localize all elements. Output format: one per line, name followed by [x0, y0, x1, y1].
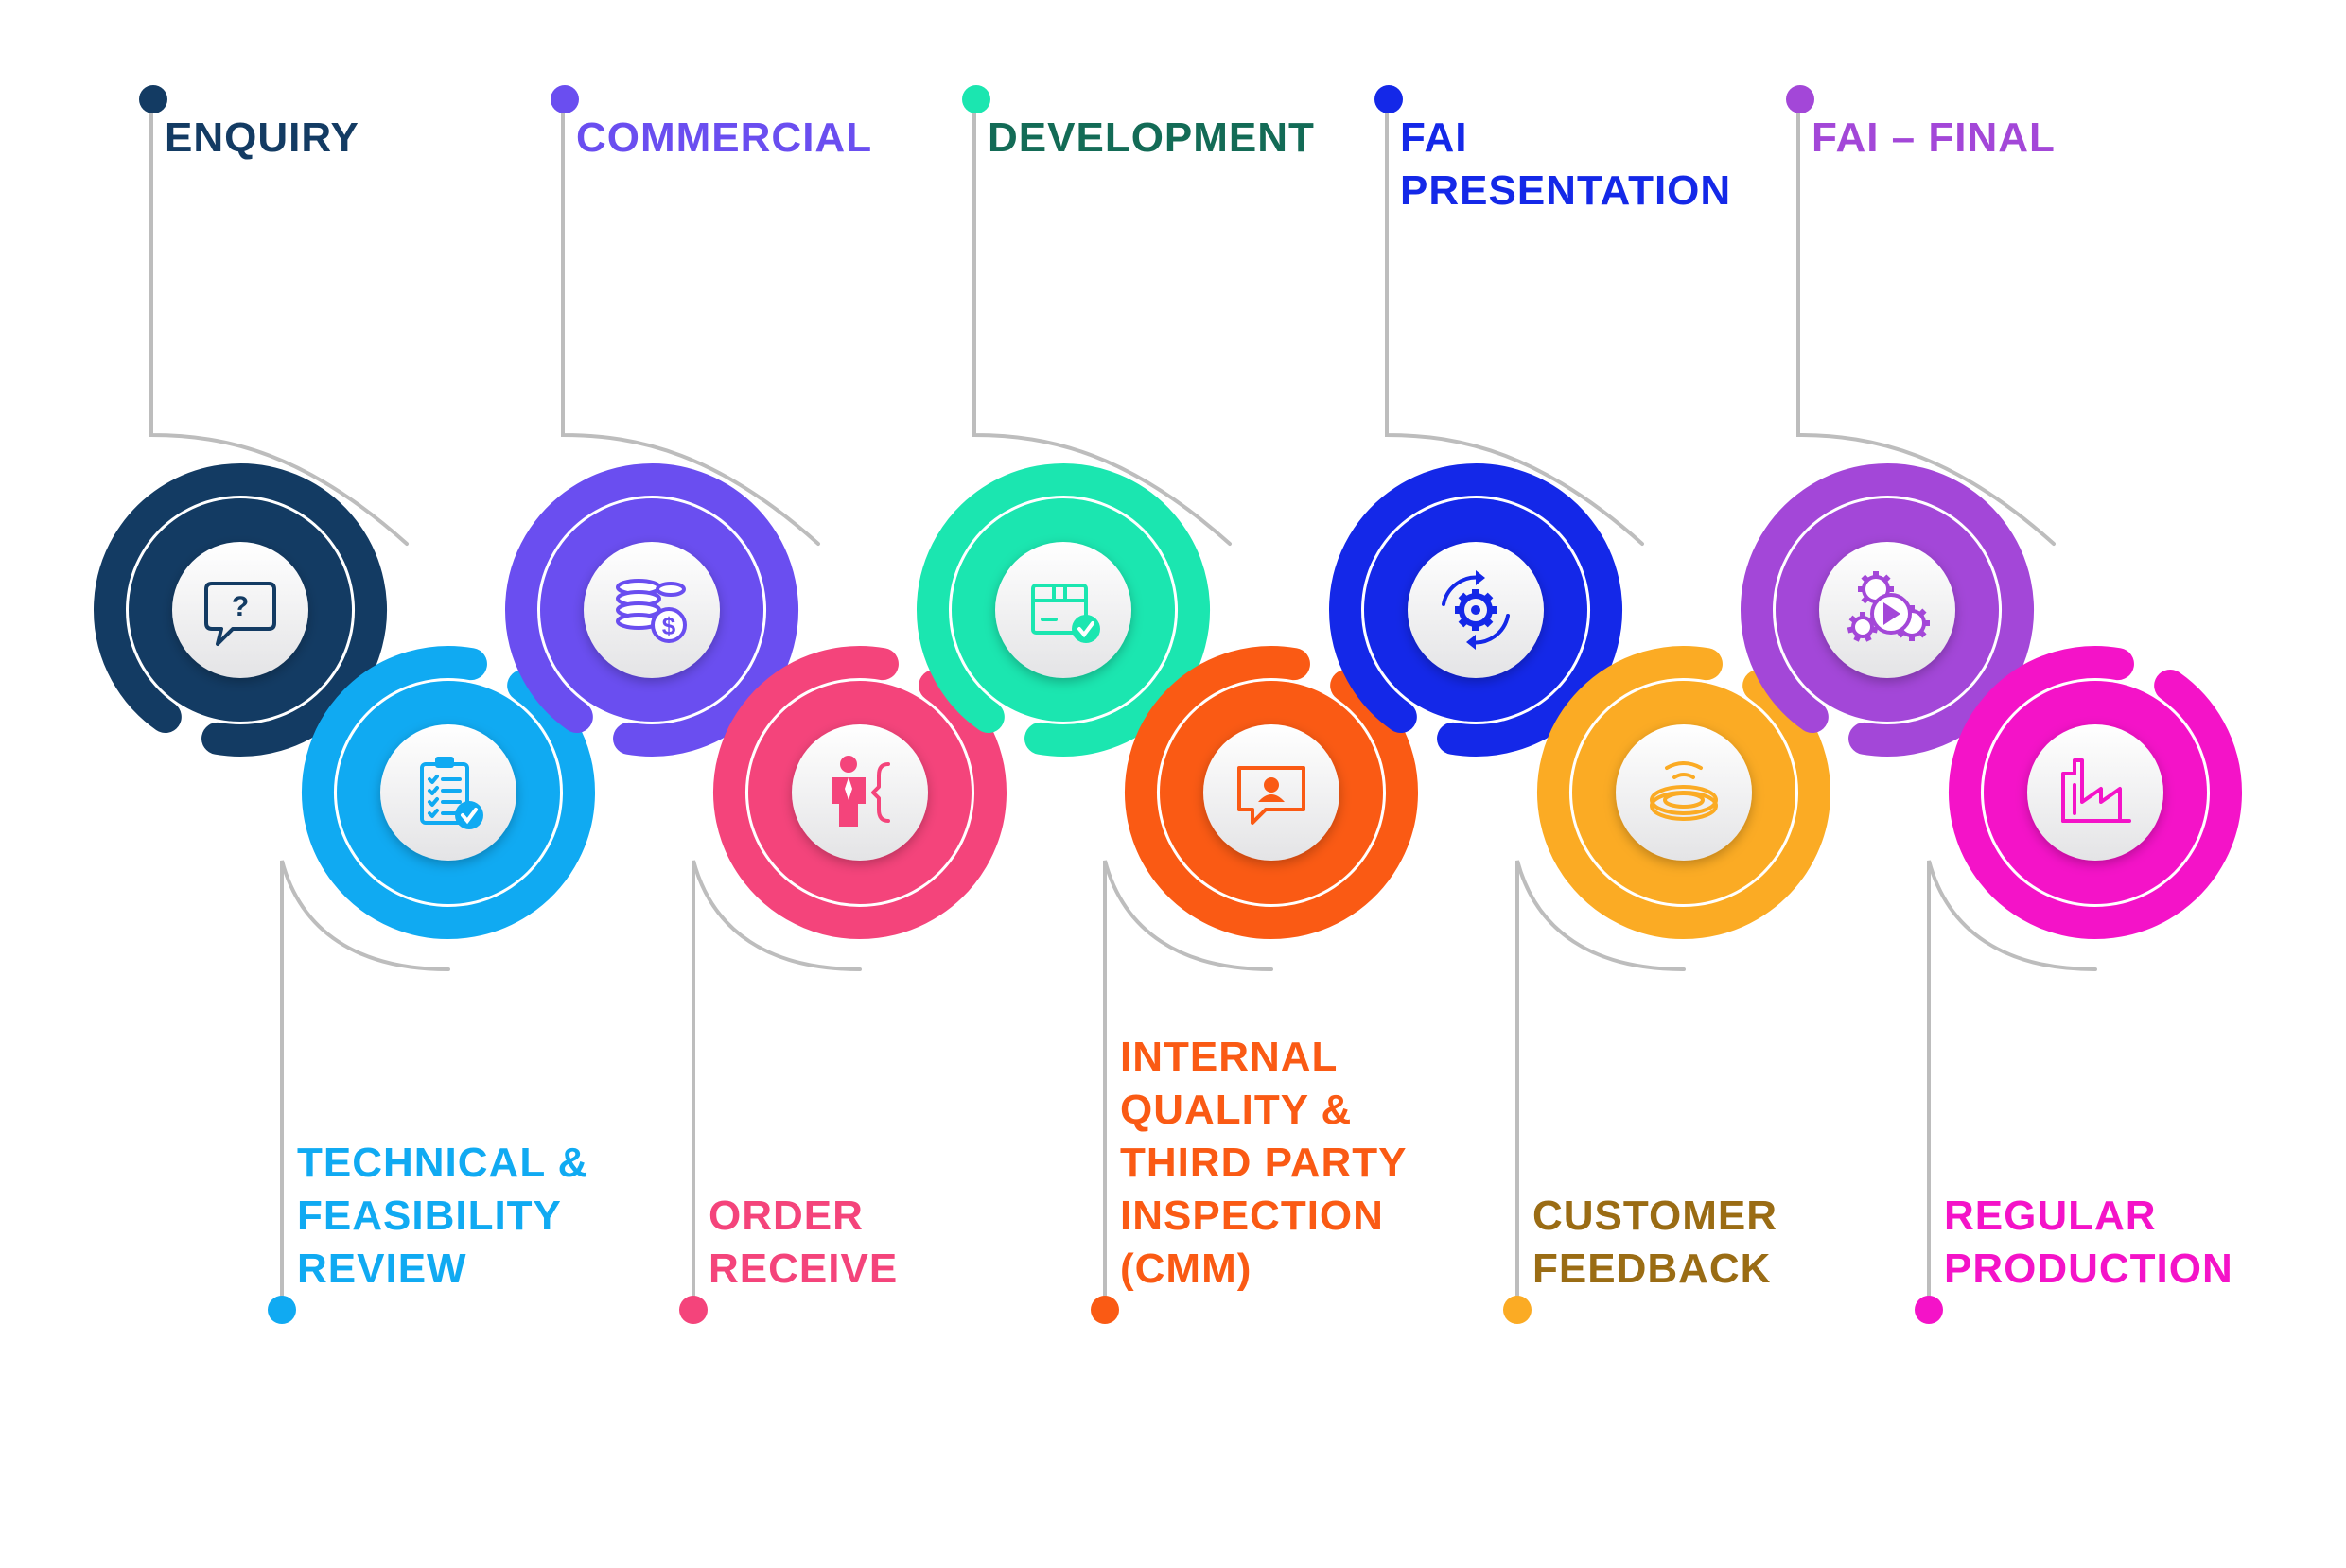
- enquiry-outer-ring: [94, 463, 387, 757]
- package-check-icon: [1031, 584, 1100, 643]
- svg-text:$: $: [662, 612, 676, 640]
- order-receive-connector-line: [692, 860, 862, 1312]
- internal-quality-inspection-label-line: INSPECTION: [1120, 1193, 1384, 1239]
- technical-feasibility-review-label: TECHNICAL & FEASIBILITY REVIEW: [297, 1140, 588, 1292]
- regular-production-outer-ring: [1949, 646, 2242, 939]
- clipboard-checklist-icon: [420, 757, 483, 829]
- commercial-connector-line: [561, 97, 820, 546]
- development-connector-line: [972, 97, 1232, 546]
- internal-quality-inspection-dot: [1091, 1296, 1119, 1324]
- fai-presentation-connector-line: [1385, 97, 1644, 546]
- customer-feedback-label: CUSTOMER FEEDBACK: [1532, 1193, 1777, 1292]
- regular-production-dot: [1915, 1296, 1943, 1324]
- fai-final-node: [1741, 463, 2034, 757]
- cycle-gear-icon: [1442, 570, 1510, 650]
- fai-presentation-label-line: PRESENTATION: [1400, 167, 1731, 214]
- regular-production-label-line: REGULAR: [1944, 1193, 2157, 1239]
- person-order-icon: [832, 756, 890, 827]
- customer-feedback-label-line: FEEDBACK: [1532, 1246, 1771, 1292]
- enquiry-dot: [139, 85, 167, 113]
- internal-quality-inspection-label-line: THIRD PARTY: [1120, 1140, 1408, 1186]
- fai-final-label: FAI – FINAL: [1812, 114, 2056, 161]
- technical-feasibility-review-node: [302, 646, 595, 939]
- fai-presentation-label: FAI PRESENTATION: [1400, 114, 1731, 214]
- internal-quality-inspection-label-line: QUALITY &: [1120, 1087, 1352, 1133]
- commercial-label-line: COMMERCIAL: [576, 114, 872, 161]
- development-label-line: DEVELOPMENT: [988, 114, 1315, 161]
- gears-play-icon: [1847, 571, 1930, 642]
- fai-presentation-node: [1329, 463, 1622, 757]
- enquiry-icon-badge: [172, 542, 308, 678]
- fai-final-connector-line: [1796, 97, 2056, 546]
- technical-feasibility-review-label-line: FEASIBILITY: [297, 1193, 562, 1239]
- fai-final-dot: [1786, 85, 1814, 113]
- commercial-node: $: [505, 463, 798, 757]
- regular-production-connector-line: [1927, 860, 2097, 1312]
- customer-feedback-dot: [1503, 1296, 1532, 1324]
- svg-text:?: ?: [232, 591, 249, 622]
- question-speech-bubble-icon: ?: [204, 582, 276, 646]
- fai-presentation-outer-ring: [1329, 463, 1622, 757]
- customer-feedback-node: [1537, 646, 1830, 939]
- development-label: DEVELOPMENT: [988, 114, 1315, 161]
- enquiry-label: ENQUIRY: [165, 114, 359, 161]
- internal-quality-inspection-label: INTERNAL QUALITY & THIRD PARTY INSPECTION (C…: [1120, 1034, 1408, 1292]
- order-receive-node: [713, 646, 1007, 939]
- customer-feedback-label-line: CUSTOMER: [1532, 1193, 1777, 1239]
- internal-quality-inspection-label-line: (CMM): [1120, 1246, 1252, 1292]
- order-receive-outer-ring: [713, 646, 1007, 939]
- enquiry-node: ?: [94, 463, 387, 757]
- technical-feasibility-review-outer-ring: [302, 646, 595, 939]
- technical-feasibility-review-label-line: TECHNICAL &: [297, 1140, 588, 1186]
- development-node: [917, 463, 1210, 757]
- technical-feasibility-review-connector-line: [280, 860, 450, 1312]
- internal-quality-inspection-node: [1125, 646, 1418, 939]
- regular-production-node: [1949, 646, 2242, 939]
- fai-final-outer-ring: [1741, 463, 2034, 757]
- fai-final-label-line: FAI – FINAL: [1812, 114, 2056, 161]
- commercial-dot: [551, 85, 579, 113]
- development-outer-ring: [917, 463, 1210, 757]
- coins-dollar-icon: $: [616, 579, 687, 643]
- wireless-device-icon: [1650, 761, 1718, 821]
- enquiry-label-line: ENQUIRY: [165, 114, 359, 161]
- order-receive-label-line: ORDER: [709, 1193, 864, 1239]
- customer-feedback-outer-ring: [1537, 646, 1830, 939]
- person-message-icon: [1237, 766, 1305, 825]
- regular-production-label-line: PRODUCTION: [1944, 1246, 2233, 1292]
- order-receive-dot: [679, 1296, 708, 1324]
- technical-feasibility-review-dot: [268, 1296, 296, 1324]
- fai-presentation-label-line: FAI: [1400, 114, 1467, 161]
- order-receive-label-line: RECEIVE: [709, 1246, 898, 1292]
- development-dot: [962, 85, 990, 113]
- internal-quality-inspection-label-line: INTERNAL: [1120, 1034, 1338, 1080]
- regular-production-label: REGULAR PRODUCTION: [1944, 1193, 2233, 1292]
- enquiry-connector-line: [149, 97, 409, 546]
- internal-quality-inspection-outer-ring: [1125, 646, 1418, 939]
- customer-feedback-connector-line: [1515, 860, 1686, 1312]
- development-icon-badge: [995, 542, 1131, 678]
- commercial-label: COMMERCIAL: [576, 114, 872, 161]
- technical-feasibility-review-label-line: REVIEW: [297, 1246, 467, 1292]
- order-receive-label: ORDER RECEIVE: [709, 1193, 898, 1292]
- factory-icon: [2061, 758, 2131, 823]
- commercial-outer-ring: [505, 463, 798, 757]
- fai-presentation-dot: [1374, 85, 1403, 113]
- internal-quality-inspection-connector-line: [1103, 860, 1273, 1312]
